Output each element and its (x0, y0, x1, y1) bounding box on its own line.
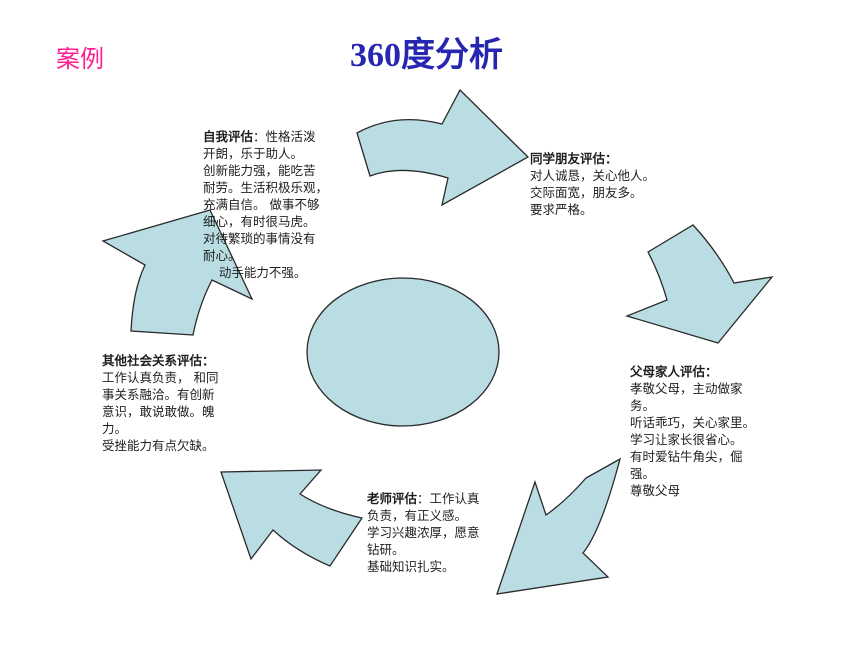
case-label: 案例 (56, 45, 104, 73)
note-line: ：性格活泼 (253, 129, 316, 144)
note-line: 有时爱钻牛角尖，倔 (630, 449, 743, 464)
arrow-bottom (496, 457, 622, 595)
note-line: 耐劳。生活积极乐观， (203, 180, 329, 195)
arrow-upper-left (101, 209, 254, 336)
peers-evaluation-heading: 同学朋友评估： (530, 151, 618, 166)
note-line: 孝敬父母，主动做家 (630, 381, 743, 396)
note-line: 力。 (102, 421, 128, 436)
note-line: 务。 (630, 398, 656, 413)
note-line: 受挫能力有点欠缺。 (102, 438, 215, 453)
note-line: 听话乖巧，关心家里。 (630, 415, 756, 430)
family-evaluation-note: 父母家人评估： 孝敬父母，主动做家 务。 听话乖巧，关心家里。 学习让家长很省心… (630, 363, 775, 499)
note-line: 对人诚恳，关心他人。 (530, 168, 656, 183)
self-evaluation-heading: 自我评估 (203, 129, 254, 144)
note-line: 细心，有时很马虎。 (203, 214, 316, 229)
center-ellipse (306, 277, 500, 427)
note-line: 开朗，乐于助人。 (203, 146, 304, 161)
note-line: 强。 (630, 466, 656, 481)
note-line: 交际面宽，朋友多。 (530, 185, 643, 200)
note-line: 尊敬父母 (630, 483, 681, 498)
self-evaluation-note: 自我评估：性格活泼 开朗，乐于助人。 创新能力强，能吃苦 耐劳。生活积极乐观， … (203, 128, 353, 281)
note-line: ：工作认真 (417, 491, 480, 506)
note-line: 基础知识扎实。 (367, 559, 455, 574)
note-line: 创新能力强，能吃苦 (203, 163, 316, 178)
note-line: 对待繁琐的事情没有 (203, 231, 316, 246)
teacher-evaluation-note: 老师评估：工作认真 负责，有正义感。 学习兴趣浓厚，愿意 钻研。 基础知识扎实。 (367, 490, 507, 575)
teacher-evaluation-heading: 老师评估 (367, 491, 418, 506)
arrow-right (625, 224, 774, 344)
peers-evaluation-note: 同学朋友评估： 对人诚恳，关心他人。 交际面宽，朋友多。 要求严格。 (530, 150, 690, 218)
note-line: 事关系融洽。有创新 (102, 387, 215, 402)
note-line: 钻研。 (367, 542, 405, 557)
note-line: 负责，有正义感。 (367, 508, 468, 523)
note-line: 耐心。 (203, 248, 241, 263)
arrow-left (220, 469, 364, 567)
note-line: 要求严格。 (530, 202, 593, 217)
note-line: 动手能力不强。 (203, 265, 307, 280)
note-line: 工作认真负责， 和同 (102, 370, 219, 385)
social-evaluation-heading: 其他社会关系评估： (102, 353, 215, 368)
note-line: 意识，敢说敢做。魄 (102, 404, 215, 419)
family-evaluation-heading: 父母家人评估： (630, 364, 718, 379)
page-title: 360度分析 (350, 37, 503, 74)
arrow-top (356, 88, 530, 207)
note-line: 学习兴趣浓厚，愿意 (367, 525, 480, 540)
social-evaluation-note: 其他社会关系评估： 工作认真负责， 和同 事关系融洽。有创新 意识，敢说敢做。魄… (102, 352, 247, 454)
note-line: 充满自信。 做事不够 (203, 197, 320, 212)
note-line: 学习让家长很省心。 (630, 432, 743, 447)
